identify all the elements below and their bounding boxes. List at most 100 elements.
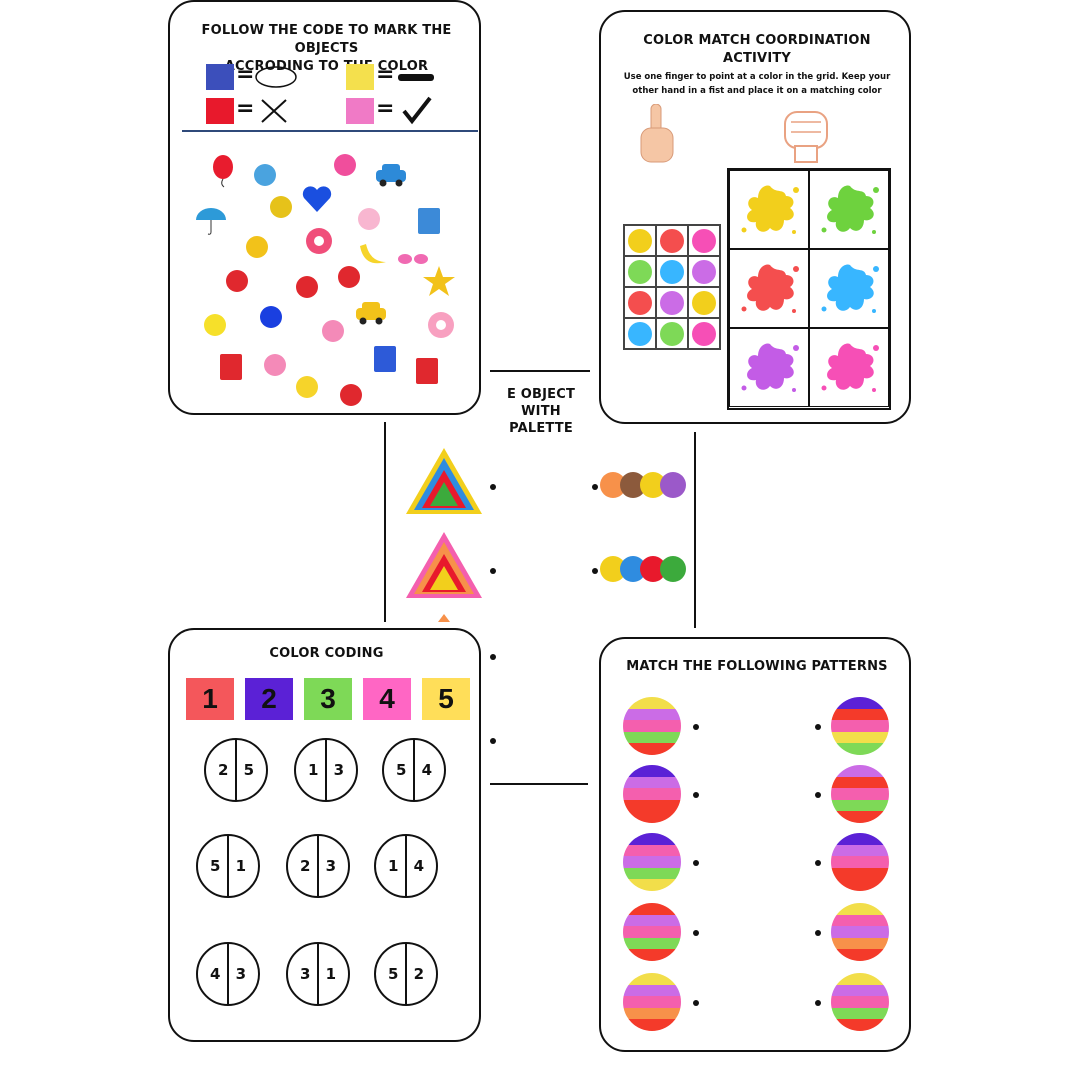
match-dot[interactable] xyxy=(490,654,496,660)
pattern-ball-left[interactable] xyxy=(623,833,681,891)
pattern-ball-right[interactable] xyxy=(831,973,889,1031)
umbrella-icon[interactable] xyxy=(194,204,228,238)
splat-cell[interactable] xyxy=(809,170,889,249)
mitten-icon[interactable] xyxy=(334,378,368,412)
splat-cell[interactable] xyxy=(809,328,889,407)
circle-number-right: 1 xyxy=(235,857,246,875)
match-dot[interactable] xyxy=(815,792,821,798)
cheese-icon[interactable] xyxy=(240,230,274,264)
flower-blue-icon[interactable] xyxy=(254,300,288,334)
pattern-ball-right[interactable] xyxy=(831,697,889,755)
match-dot[interactable] xyxy=(693,792,699,798)
color-key-4: 4 xyxy=(363,678,411,720)
triangle-icon xyxy=(406,448,482,514)
mark-title-line2: ACCRODING TO THE COLOR xyxy=(224,59,429,74)
match-dot[interactable] xyxy=(693,724,699,730)
dress-icon[interactable] xyxy=(258,348,292,382)
match-dot[interactable] xyxy=(490,568,496,574)
circle-number-left: 2 xyxy=(300,857,311,875)
splat-cell[interactable] xyxy=(729,328,809,407)
flower-icon[interactable] xyxy=(328,148,362,182)
stripe xyxy=(831,833,889,845)
rubber-duck-icon[interactable] xyxy=(290,370,324,404)
apple-icon[interactable] xyxy=(290,270,324,304)
match-dot[interactable] xyxy=(815,930,821,936)
car-icon[interactable] xyxy=(374,156,408,190)
flamingo-icon[interactable] xyxy=(316,314,350,348)
raincoat-icon[interactable] xyxy=(198,308,232,342)
key-icon[interactable] xyxy=(264,190,298,224)
grid-cell[interactable] xyxy=(688,287,720,318)
match-dot[interactable] xyxy=(592,568,598,574)
splat-cell[interactable] xyxy=(729,170,809,249)
circle-divider xyxy=(405,836,407,896)
match-title-line1: COLOR MATCH COORDINATION xyxy=(643,33,871,48)
pattern-ball-right[interactable] xyxy=(831,833,889,891)
match-dot[interactable] xyxy=(592,484,598,490)
grid-cell[interactable] xyxy=(688,256,720,287)
match-dot[interactable] xyxy=(693,1000,699,1006)
trash-can-icon[interactable] xyxy=(368,342,402,376)
circle-divider xyxy=(227,836,229,896)
swim-ring-icon[interactable] xyxy=(302,224,336,258)
grid-cell[interactable] xyxy=(688,318,720,349)
donut-icon[interactable] xyxy=(424,308,458,342)
watermelon-icon[interactable] xyxy=(332,260,366,294)
banana-icon[interactable] xyxy=(356,238,390,272)
grid-cell[interactable] xyxy=(624,287,656,318)
taxi-icon[interactable] xyxy=(354,294,388,328)
heart-icon[interactable] xyxy=(300,182,334,216)
match-dot[interactable] xyxy=(693,860,699,866)
grid-cell[interactable] xyxy=(656,225,688,256)
sunglasses-icon[interactable] xyxy=(396,242,430,276)
circle-number-left: 2 xyxy=(218,761,229,779)
pattern-ball-left[interactable] xyxy=(623,697,681,755)
pattern-ball-right[interactable] xyxy=(831,903,889,961)
splat-cell[interactable] xyxy=(809,249,889,328)
star-icon[interactable] xyxy=(422,264,456,298)
pattern-ball-left[interactable] xyxy=(623,765,681,823)
stripe xyxy=(831,937,889,950)
gift-icon[interactable] xyxy=(410,354,444,388)
circle-divider xyxy=(227,944,229,1004)
stripe xyxy=(831,926,889,938)
grid-cell[interactable] xyxy=(656,256,688,287)
hat-icon[interactable] xyxy=(220,264,254,298)
match-dot[interactable] xyxy=(490,738,496,744)
balloon-icon[interactable] xyxy=(206,154,240,188)
stripe xyxy=(831,879,889,891)
circle-divider xyxy=(325,740,327,800)
pattern-ball-left[interactable] xyxy=(623,903,681,961)
match-dot[interactable] xyxy=(815,724,821,730)
match-dot[interactable] xyxy=(693,930,699,936)
splat-cell[interactable] xyxy=(729,249,809,328)
grid-cell[interactable] xyxy=(656,287,688,318)
handbag-icon[interactable] xyxy=(352,202,386,236)
grid-cell[interactable] xyxy=(624,318,656,349)
stripe xyxy=(623,776,681,789)
match-dot[interactable] xyxy=(815,1000,821,1006)
match-dot[interactable] xyxy=(815,860,821,866)
triangle-icon xyxy=(406,532,482,598)
grid-cell[interactable] xyxy=(688,225,720,256)
pattern-ball-left[interactable] xyxy=(623,973,681,1031)
match-dot[interactable] xyxy=(490,484,496,490)
cap-icon[interactable] xyxy=(248,158,282,192)
book-icon[interactable] xyxy=(412,204,446,238)
color-dot xyxy=(660,259,684,284)
eraser-icon[interactable] xyxy=(214,350,248,384)
grid-cell[interactable] xyxy=(624,225,656,256)
pattern-ball-right[interactable] xyxy=(831,765,889,823)
stripe xyxy=(623,720,681,732)
grid-cell[interactable] xyxy=(624,256,656,287)
grid-cell[interactable] xyxy=(656,318,688,349)
